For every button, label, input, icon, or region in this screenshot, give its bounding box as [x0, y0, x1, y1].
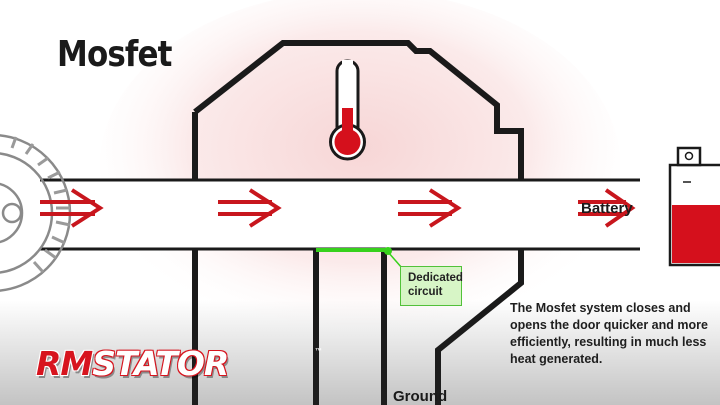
- arrow-right-icon: [578, 188, 636, 228]
- current-arrows: [40, 188, 636, 228]
- battery-label: Battery: [581, 200, 633, 217]
- mosfet-housing: [192, 40, 524, 405]
- callout-line-2: circuit: [408, 286, 443, 298]
- logo-part-stator: STATOR: [92, 344, 229, 383]
- arrow-right-icon: [398, 188, 462, 228]
- ground-label: Ground: [393, 388, 448, 405]
- heat-glow: [100, 0, 620, 340]
- logo-part-rm: RM: [36, 344, 93, 383]
- explanation-text: The Mosfet system closes and opens the d…: [510, 301, 708, 366]
- circuit-node: [384, 247, 392, 255]
- callout-line-1: Dedicated: [408, 272, 463, 284]
- thermometer-icon: [329, 59, 366, 161]
- trademark-mark: ™: [315, 348, 322, 355]
- battery-icon: [668, 146, 720, 267]
- arrow-right-icon: [218, 188, 282, 228]
- dedicated-circuit-callout: Dedicated circuit: [400, 266, 463, 306]
- arrow-right-icon: [40, 188, 104, 228]
- callout-leader: [387, 251, 403, 269]
- rmstator-logo: RMSTATOR: [36, 344, 229, 383]
- page-title: Mosfet: [57, 34, 172, 75]
